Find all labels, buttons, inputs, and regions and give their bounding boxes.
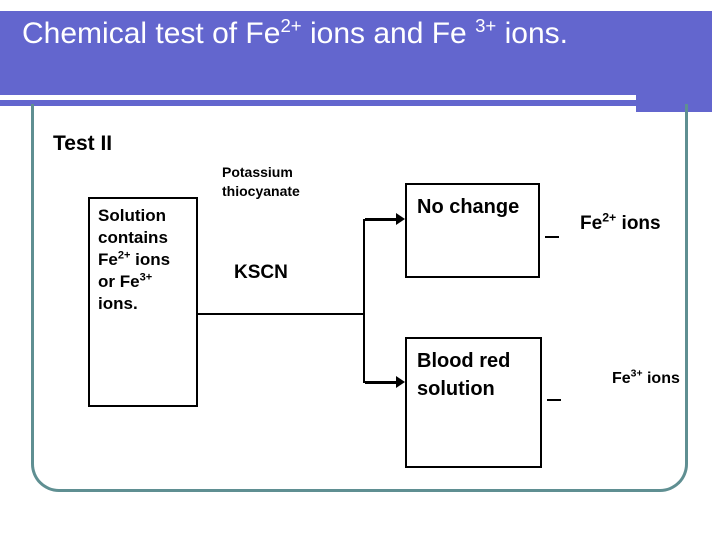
start-box-line-3-post: ions bbox=[130, 250, 171, 269]
connector-vertical-split bbox=[363, 219, 365, 383]
outcome-box-blood-red-text: Blood red solution bbox=[417, 350, 511, 400]
title-superscript-1: 2+ bbox=[280, 15, 302, 36]
result-label-fe2-pre: Fe bbox=[580, 213, 603, 234]
start-box-line-4-superscript: 3+ bbox=[139, 271, 153, 284]
title-underline-rule bbox=[0, 95, 636, 100]
start-box-line-5: ions. bbox=[98, 294, 138, 313]
arrowhead-bottom-icon bbox=[396, 376, 405, 388]
start-box-line-1: Solution bbox=[98, 206, 166, 225]
result-label-fe2-post: ions bbox=[616, 213, 661, 234]
title-banner-notch bbox=[0, 106, 636, 113]
result-label-fe2-superscript: 2+ bbox=[602, 210, 617, 225]
result-label-fe3-superscript: 3+ bbox=[630, 368, 643, 380]
start-box-line-2: contains bbox=[98, 228, 168, 247]
result-label-fe3: Fe3+ ions bbox=[612, 368, 702, 390]
title-segment-1: Chemical test of Fe bbox=[22, 17, 281, 50]
arrowhead-top-icon bbox=[396, 213, 405, 225]
title-superscript-2: 3+ bbox=[475, 15, 497, 36]
start-box-line-3-pre: Fe bbox=[98, 250, 118, 269]
start-box-line-4-pre: or Fe bbox=[98, 272, 140, 291]
connector-arrow-shaft-top bbox=[365, 218, 399, 221]
connector-horizontal-trunk bbox=[198, 313, 365, 315]
reagent-name-label: Potassium thiocyanate bbox=[222, 164, 300, 199]
outcome-box-no-change: No change bbox=[405, 183, 540, 278]
reagent-formula-label: KSCN bbox=[234, 262, 288, 283]
title-segment-2: ions and Fe bbox=[301, 17, 476, 50]
content-frame-border bbox=[31, 104, 688, 492]
dash-connector-top bbox=[545, 236, 559, 238]
outcome-box-blood-red: Blood red solution bbox=[405, 337, 542, 468]
page-title: Chemical test of Fe2+ ions and Fe 3+ ion… bbox=[22, 14, 662, 54]
result-label-fe3-pre: Fe bbox=[612, 370, 631, 387]
dash-connector-bottom bbox=[547, 399, 561, 401]
start-box-line-3-superscript: 2+ bbox=[117, 249, 131, 262]
result-label-fe2: Fe2+ ions bbox=[580, 211, 680, 237]
result-label-fe3-post: ions bbox=[642, 370, 680, 387]
outcome-box-no-change-text: No change bbox=[417, 196, 520, 218]
title-segment-3: ions. bbox=[496, 17, 568, 50]
connector-arrow-shaft-bottom bbox=[365, 381, 399, 384]
test-label: Test II bbox=[53, 132, 113, 155]
